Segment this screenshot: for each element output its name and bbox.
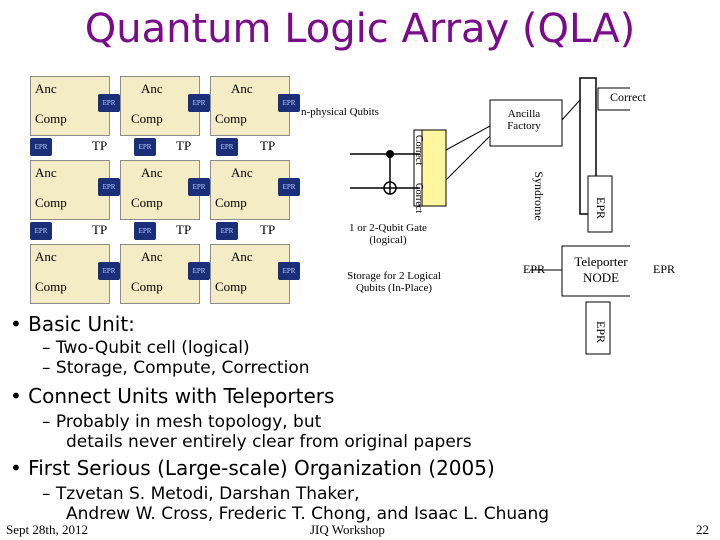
epr-node-right-label: EPR [652,262,675,276]
anc-label: Anc [141,249,163,264]
anc-label: Anc [35,81,57,96]
correct-vertical-label: Correct [413,183,424,213]
comp-label: Comp [35,279,67,294]
epr-chip: EPR [188,262,210,280]
ancilla-factory-box [489,99,563,147]
epr-chip: EPR [216,222,238,240]
epr-chip: EPR [188,94,210,112]
tp-label: TP [176,222,192,237]
epr-left-label: EPR [522,262,545,276]
epr-chip: EPR [30,222,52,240]
comp-label: Comp [215,111,247,126]
comp-label: Comp [131,279,163,294]
comp-label: Comp [131,195,163,210]
anc-label: Anc [35,249,57,264]
comp-label: Comp [35,195,67,210]
epr-chip: EPR [98,262,120,280]
epr-right-label: EPR [594,196,608,219]
bullet-1-text: Basic Unit: [28,312,135,336]
logical-cell: Anc Comp [30,160,110,220]
bullet-2-text: Connect Units with Teleporters [28,384,335,408]
syndrome-label: Syndrome [532,171,546,221]
gate-label: 1 or 2-Qubit Gate (logical) [349,222,427,246]
correct-box [597,87,630,111]
storage-label: Storage for 2 Logical Qubits (In-Place) [347,270,441,294]
epr-bottom-label: EPR [594,320,608,343]
bullet-3-sub-2: Andrew W. Cross, Frederic T. Chong, and … [66,504,550,524]
logical-cell: Anc Comp [120,244,200,304]
epr-chip: EPR [278,178,300,196]
logical-cell: Anc Comp [210,76,290,136]
correct-top-label: Correct [610,90,646,104]
logical-cell: Anc Comp [120,160,200,220]
bullet-2-sub-2: details never entirely clear from origin… [66,432,472,452]
tp-label: TP [92,138,108,153]
footer-venue: JIQ Workshop [310,522,385,537]
anc-label: Anc [231,249,253,264]
epr-chip: EPR [278,94,300,112]
arrow-line [561,99,581,121]
epr-chip: EPR [98,94,120,112]
correct-panel [419,129,447,207]
arrow-line [445,135,491,181]
epr-chip: EPR [278,262,300,280]
epr-chip: EPR [30,138,52,156]
epr-right-bar [587,175,613,233]
bullet-3-text: First Serious (Large-scale) Organization… [28,456,495,480]
epr-chip: EPR [134,138,156,156]
page-number: 22 [696,522,709,537]
comp-label: Comp [215,279,247,294]
bullet-3-sub-1: – Tzvetan S. Metodi, Darshan Thaker, [42,484,360,504]
comp-label: Comp [215,195,247,210]
ancilla-factory-label: Ancilla Factory [507,108,541,132]
tp-label: TP [260,138,276,153]
anc-label: Anc [231,165,253,180]
n-physical-label: n-physical Qubits [301,106,379,118]
epr-bottom-bar [585,301,611,355]
logical-cell: Anc Comp [30,76,110,136]
arrow-line [445,125,491,151]
tp-label: TP [92,222,108,237]
bullet-1-sub-1: – Two-Qubit cell (logical) [42,338,250,358]
epr-chip: EPR [134,222,156,240]
teleporter-node-box [561,245,630,297]
anc-label: Anc [231,81,253,96]
footer-date: Sept 28th, 2012 [6,522,88,537]
bullet-1: • Basic Unit: [10,312,135,336]
epr-chip: EPR [216,138,238,156]
bullet-1-sub-2: – Storage, Compute, Correction [42,358,310,378]
anc-label: Anc [141,81,163,96]
slide-title: Quantum Logic Array (QLA) [84,6,636,52]
target-circle [383,181,397,195]
teleporter-node-label: Teleporter NODE [574,254,628,285]
bullet-2: • Connect Units with Teleporters [10,384,335,408]
epr-chip: EPR [98,178,120,196]
epr-chip: EPR [188,178,210,196]
correct-strip [413,129,423,207]
bullet-2-sub-1: – Probably in mesh topology, but [42,412,322,432]
anc-label: Anc [35,165,57,180]
comp-label: Comp [35,111,67,126]
unit-diagram [350,77,630,355]
tp-label: TP [176,138,192,153]
logical-cell: Anc Comp [210,160,290,220]
comp-label: Comp [131,111,163,126]
qla-grid: Anc Comp Anc Comp Anc Comp EPR EPR EPR E… [30,76,310,304]
bullet-3: • First Serious (Large-scale) Organizati… [10,456,495,480]
anc-label: Anc [141,165,163,180]
tp-label: TP [260,222,276,237]
correct-vertical-label: Correct [413,135,424,165]
